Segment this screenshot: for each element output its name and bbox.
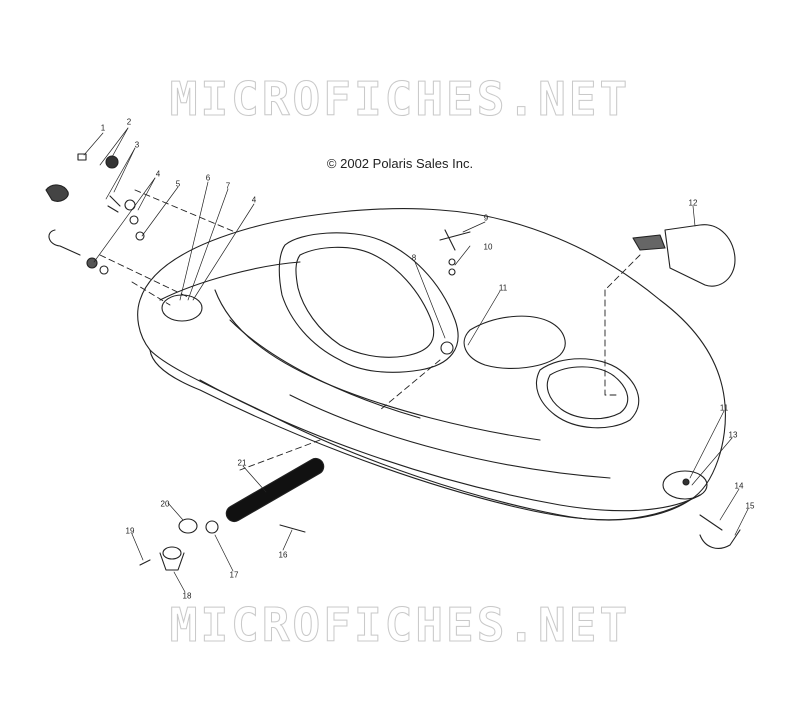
deck-line-2 [214,289,541,441]
callout-20: 20 [160,499,170,509]
hull-lower-edge [149,349,691,521]
callout-9: 9 [483,213,489,223]
callout-16: 16 [278,550,288,560]
deck-line-4 [289,394,611,479]
tube-21 [225,457,325,523]
storage-hatch [536,358,640,429]
stern-pad [161,294,203,322]
callout-10: 10 [483,242,493,252]
callout-17: 17 [229,570,239,580]
watermark-bottom: MICROFICHES.NET [169,598,631,653]
copyright-text: © 2002 Polaris Sales Inc. [326,156,474,171]
hull-outline [137,208,726,521]
seat [278,232,459,373]
callout-18: 18 [182,591,192,601]
leader-lines [99,189,641,471]
hull-chine [199,379,701,512]
callout-5: 5 [175,179,181,189]
callout-7: 7 [225,181,231,191]
callout-8: 8 [411,253,417,263]
callout-15: 15 [745,501,755,511]
callout-14: 14 [734,481,744,491]
callout-19: 19 [125,526,135,536]
callout-leaders [83,127,749,593]
callout-11b: 11 [719,403,729,413]
bow-eye-mount [662,470,708,500]
small-parts-bottom [139,518,306,571]
deck-line-1 [159,261,301,301]
callout-11a: 11 [498,283,508,293]
callout-4b: 4 [251,195,257,205]
callout-2: 2 [126,117,132,127]
callout-13: 13 [728,430,738,440]
deck-line-3 [229,319,421,419]
callout-1: 1 [100,123,106,133]
callout-12: 12 [688,198,698,208]
small-parts-right [439,224,741,549]
seat-inner [295,246,435,358]
callout-3: 3 [134,140,140,150]
callout-21: 21 [237,458,247,468]
storage-hatch-inner [546,366,629,420]
callout-6: 6 [205,173,211,183]
steering-area [463,315,566,369]
callout-4a: 4 [155,169,161,179]
small-parts-left [45,153,145,275]
watermark-top: MICROFICHES.NET [169,72,631,127]
